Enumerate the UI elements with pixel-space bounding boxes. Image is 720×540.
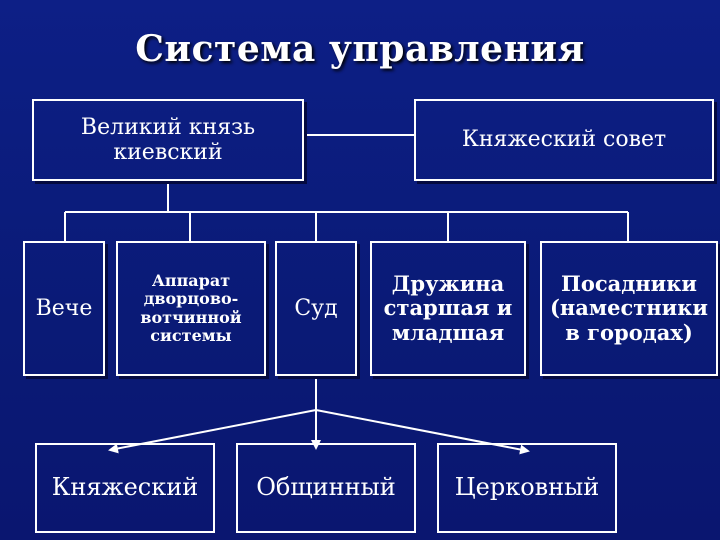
- posadniki-box: Посадники (наместники в городах): [540, 241, 718, 376]
- veche-box: Вече: [23, 241, 105, 376]
- princely-council-box: Княжеский совет: [414, 99, 714, 181]
- palace-apparatus-box: Аппарат дворцово-вотчинной системы: [116, 241, 266, 376]
- posadniki-label: Посадники (наместники в городах): [549, 271, 708, 345]
- druzhina-label: Дружина старшая и младшая: [383, 271, 513, 345]
- princely-court-label: Княжеский: [51, 473, 199, 502]
- grand-prince-label-line2: киевский: [113, 140, 223, 165]
- community-court-box: Общинный: [236, 443, 416, 533]
- grand-prince-label-line1: Великий князь: [80, 114, 256, 140]
- veche-label: Вече: [35, 295, 93, 321]
- church-court-label: Церковный: [454, 473, 600, 502]
- princely-council-label: Княжеский совет: [461, 127, 667, 153]
- court-label: Суд: [294, 295, 338, 321]
- druzhina-box: Дружина старшая и младшая: [370, 241, 526, 376]
- court-box: Суд: [275, 241, 357, 376]
- grand-prince-box: Великий князь киевский: [32, 99, 304, 181]
- palace-apparatus-label: Аппарат дворцово-вотчинной системы: [140, 270, 242, 345]
- church-court-box: Церковный: [437, 443, 617, 533]
- page-title: Система управления: [135, 28, 585, 70]
- community-court-label: Общинный: [256, 473, 396, 502]
- princely-court-box: Княжеский: [35, 443, 215, 533]
